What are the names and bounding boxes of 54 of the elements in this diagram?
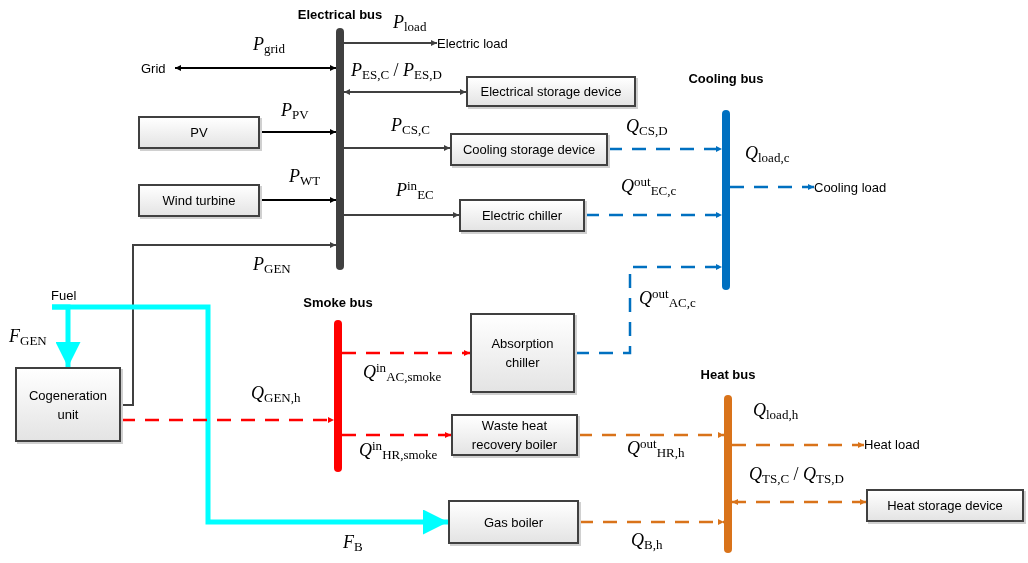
- arrow: [52, 304, 448, 535]
- endpoint-label: Heat load: [864, 436, 936, 454]
- bus-label: Heat bus: [700, 367, 756, 383]
- arrow: [343, 212, 460, 218]
- process-box: Waste heat recovery boiler: [451, 414, 578, 456]
- endpoint-label: Fuel: [51, 287, 87, 307]
- edge-label: P$_{PV}$: [280, 100, 310, 120]
- bus-label: Cooling bus: [688, 71, 764, 87]
- process-box: Absorption chiller: [470, 313, 575, 393]
- arrow: [120, 242, 337, 406]
- arrow: [343, 40, 438, 46]
- process-box: Electric chiller: [459, 199, 585, 232]
- bus-label: Electrical bus: [297, 7, 383, 23]
- edge-label: Q$_{TS,C}$ / Q$_{TS,D}$: [748, 464, 845, 484]
- edge-label: P$_{WT}$: [288, 166, 322, 186]
- edge-label: Q$_{CS,D}$: [625, 116, 669, 136]
- edge-label: Q$_{B,h}$: [630, 530, 664, 550]
- bus-label: Smoke bus: [303, 295, 373, 311]
- arrow: [608, 146, 722, 152]
- process-box: Heat storage device: [866, 489, 1024, 522]
- edge-label: F$_{B}$: [342, 532, 364, 552]
- process-box: Gas boiler: [448, 500, 579, 544]
- arrow: [174, 65, 337, 71]
- process-box: PV: [138, 116, 260, 149]
- arrow: [259, 129, 337, 135]
- arrow: [259, 197, 337, 203]
- process-box: Cooling storage device: [450, 133, 608, 166]
- edge-label: Q$_{load,h}$: [752, 400, 800, 420]
- arrow: [121, 417, 334, 423]
- arrow: [732, 442, 864, 448]
- edge-label: P$_{load}$: [392, 12, 428, 32]
- arrow: [343, 145, 451, 151]
- arrow: [342, 432, 451, 438]
- arrow: [732, 499, 866, 505]
- endpoint-label: Electric load: [437, 35, 523, 53]
- process-box: Wind turbine: [138, 184, 260, 217]
- process-box: Electrical storage device: [466, 76, 636, 107]
- arrow: [575, 264, 722, 355]
- arrow: [343, 89, 467, 95]
- edge-label: P$_{ES,C}$ / P$_{ES,D}$: [350, 60, 443, 80]
- endpoint-label: Cooling load: [814, 179, 904, 197]
- arrow: [342, 350, 470, 356]
- process-box: Cogeneration unit: [15, 367, 121, 442]
- edge-label: Q$_{load,c}$: [744, 143, 791, 163]
- edge-label: F$_{GEN}$: [8, 326, 48, 346]
- edge-label: P$_{GEN}$: [252, 254, 292, 274]
- endpoint-label: Grid: [141, 60, 175, 78]
- arrow: [730, 184, 814, 190]
- arrow: [578, 432, 724, 438]
- edge-label: Q$_{GEN,h}$: [250, 383, 302, 403]
- edge-label: P$_{grid}$: [252, 34, 286, 54]
- arrow: [585, 212, 722, 218]
- arrow: [579, 519, 724, 525]
- edge-label: P$_{CS,C}$: [390, 115, 431, 135]
